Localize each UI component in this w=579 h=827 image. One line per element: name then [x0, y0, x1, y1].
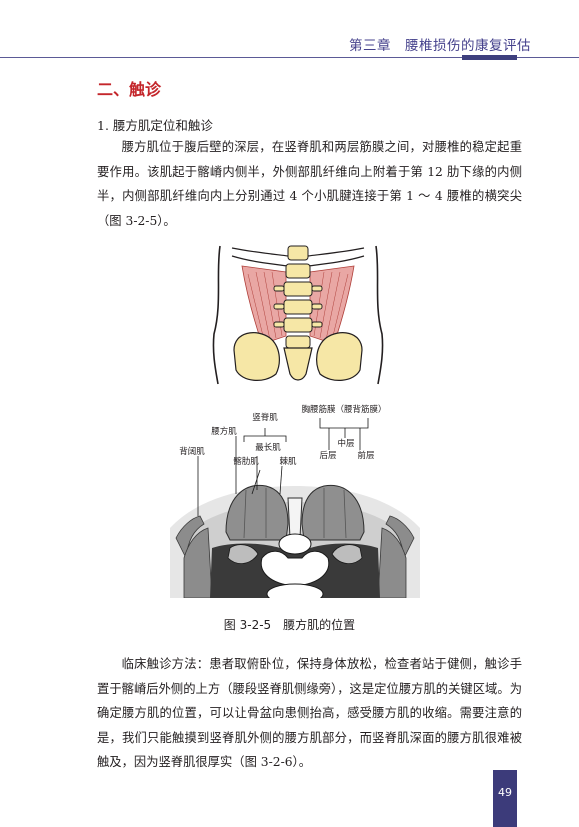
subheading: 1. 腰方肌定位和触诊 [97, 118, 213, 133]
paragraph-anatomy: 腰方肌位于腹后壁的深层，在竖脊肌和两层筋膜之间，对腰椎的稳定起重要作用。该肌起于… [97, 140, 522, 228]
label-longissimus: 最长肌 [255, 442, 281, 453]
figure-caption: 图 3-2-5 腰方肌的位置 [223, 618, 356, 632]
label-erector-spinae: 竖脊肌 [252, 412, 278, 423]
label-multifidus: 棘肌 [279, 457, 297, 467]
label-posterior-layer: 后层 [319, 450, 336, 461]
header-rule [0, 57, 579, 58]
page-header: 第三章 腰椎损伤的康复评估 [0, 0, 579, 62]
header-accent-bar [462, 55, 517, 60]
section-heading: 二、触诊 [97, 80, 162, 99]
label-middle-layer: 中层 [337, 438, 354, 449]
cross-section-diagram: 竖脊肌 胸腰筋膜（腰背筋膜） 腰方肌 中层 背阔肌 最长肌 后层 前层 髂肋肌 … [170, 404, 420, 598]
lumbar-anatomy-illustration [212, 245, 384, 385]
chapter-title: 第三章 腰椎损伤的康复评估 [349, 38, 531, 54]
label-iliocostalis: 髂肋肌 [233, 456, 259, 467]
paragraph-palpation: 临床触诊方法：患者取俯卧位，保持身体放松，检查者站于健侧，触诊手置于髂嵴后外侧的… [97, 657, 522, 769]
page-number: 49 [493, 770, 517, 827]
label-thoracolumbar-fascia: 胸腰筋膜（腰背筋膜） [301, 404, 386, 415]
label-latissimus-dorsi: 背阔肌 [179, 446, 205, 457]
label-quadratus-lumborum: 腰方肌 [211, 426, 237, 437]
label-anterior-layer: 前层 [357, 450, 374, 461]
